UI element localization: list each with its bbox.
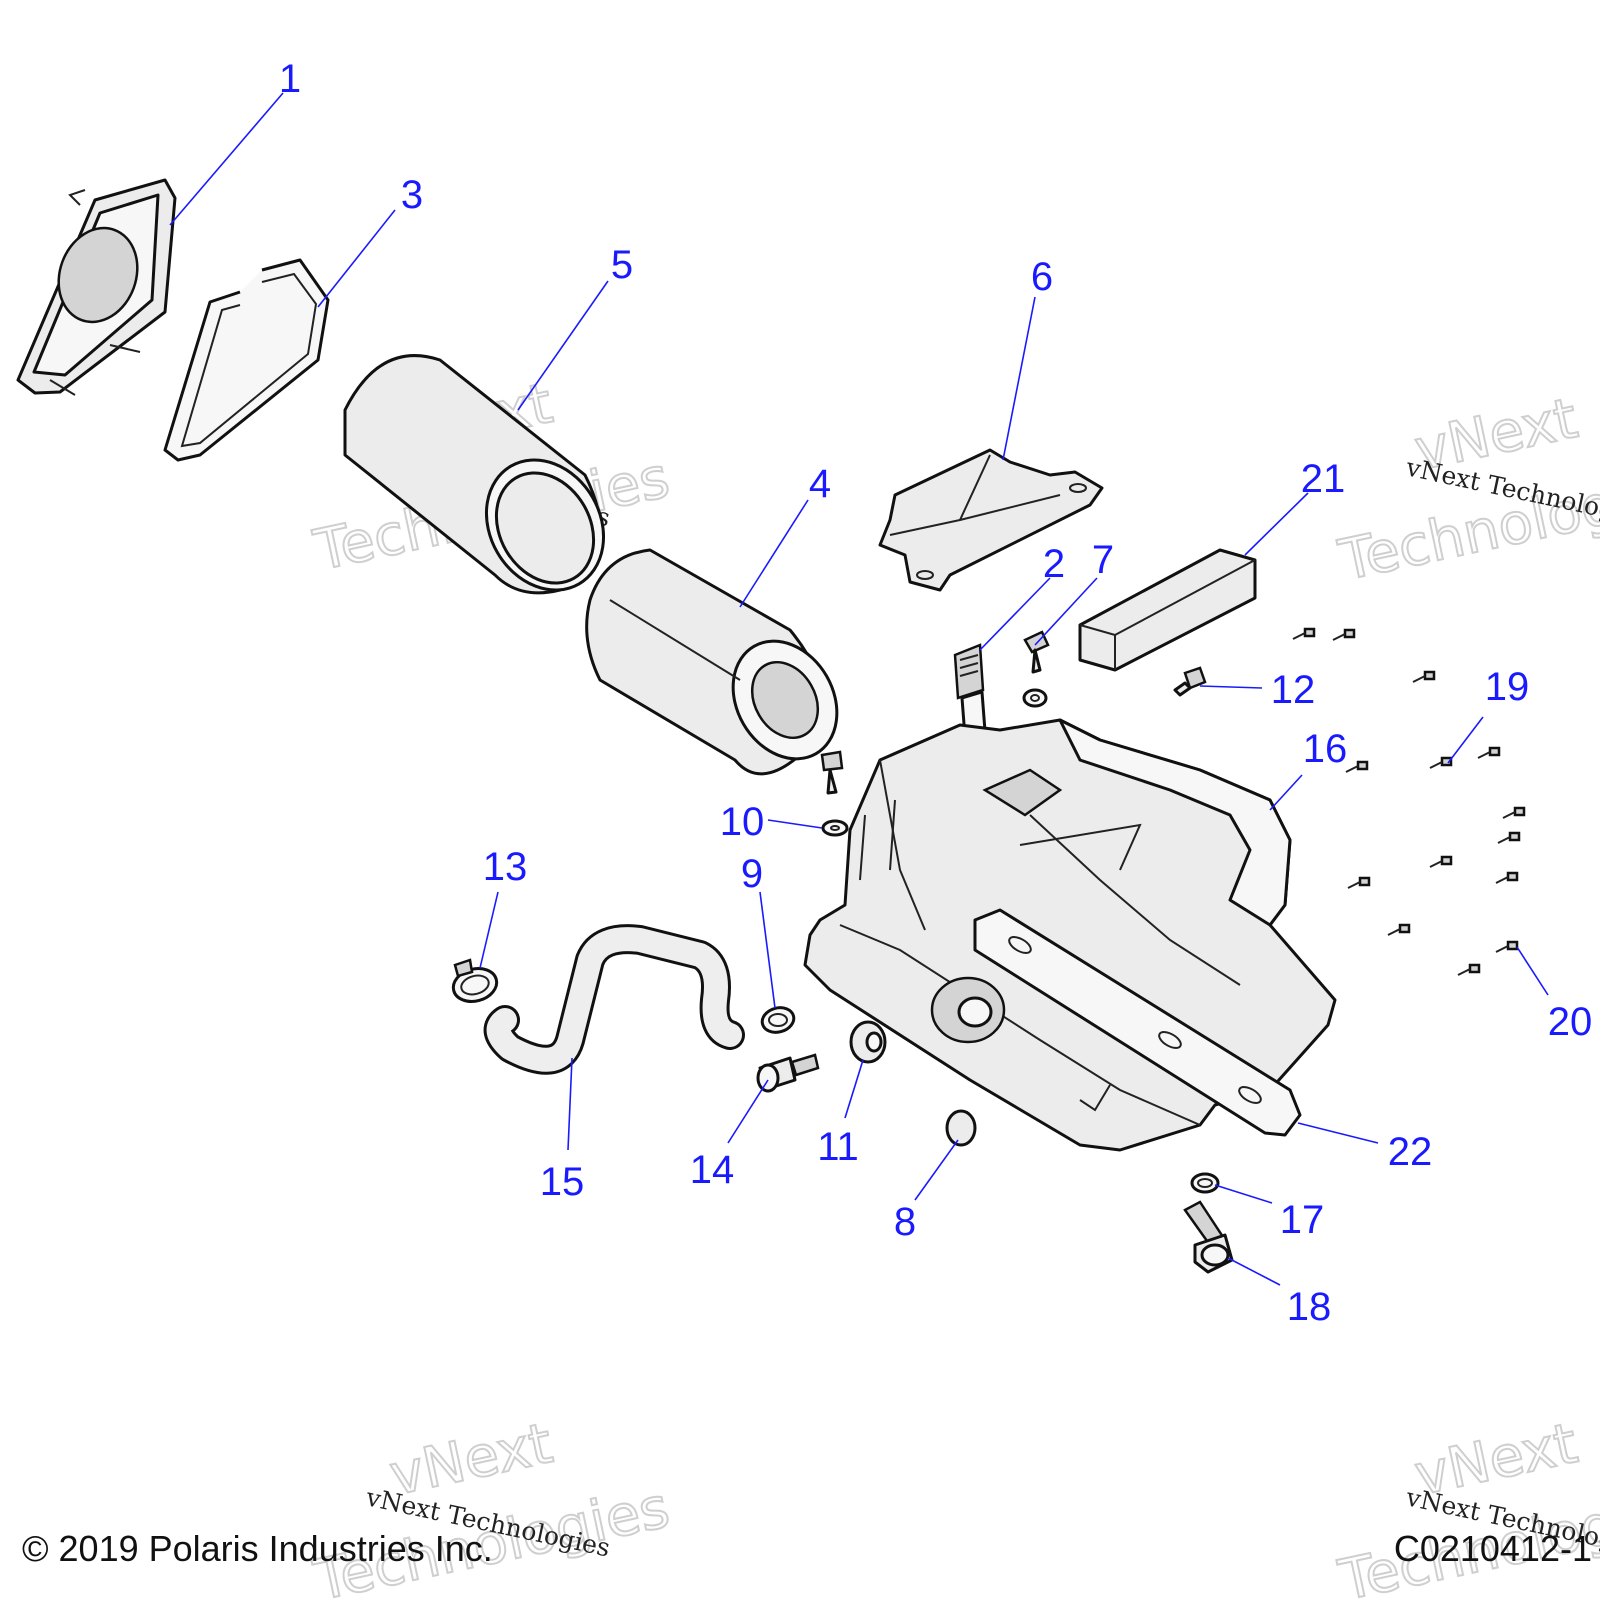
part-6-cover-plate [878, 448, 1104, 592]
callout-labels: 1 2 3 4 5 6 7 8 9 10 11 12 13 14 15 16 1… [279, 57, 1592, 1329]
part-12-bolt [1173, 666, 1207, 697]
callout-14: 14 [690, 1148, 735, 1192]
screw [1495, 940, 1519, 953]
callout-2: 2 [1043, 542, 1065, 586]
part-14-fitting [756, 1053, 820, 1093]
screw [1387, 923, 1411, 936]
part-18-drain-valve [1183, 1200, 1234, 1274]
screw [1345, 760, 1369, 773]
part-17-o-ring [1190, 1172, 1220, 1194]
callout-17: 17 [1280, 1198, 1325, 1242]
leader-lines [169, 92, 1549, 1286]
part-1-inlet-frame [16, 178, 177, 396]
callout-6: 6 [1031, 255, 1053, 299]
watermark-bottom-right: vNext Technologies vNext Technologies [1332, 1410, 1600, 1600]
screw-set [1292, 627, 1526, 976]
callout-13: 13 [483, 845, 528, 889]
copyright-notice: © 2019 Polaris Industries Inc. [22, 1528, 493, 1569]
screw [1477, 746, 1501, 759]
part-5-prefilter-sleeve [343, 354, 606, 595]
part-15-hose [483, 924, 745, 1075]
callout-3: 3 [401, 173, 423, 217]
callout-4: 4 [809, 462, 831, 506]
callout-22: 22 [1388, 1130, 1433, 1174]
screw [1502, 806, 1526, 819]
screw [1429, 756, 1453, 769]
part-10-bolt-washer [820, 750, 849, 837]
callout-19: 19 [1485, 665, 1530, 709]
screw [1495, 871, 1519, 884]
watermark-bottom-center: vNext Technologies vNext Technologies [307, 1410, 675, 1600]
callout-10: 10 [720, 800, 765, 844]
drawing-code: C0210412-1 [1393, 1528, 1592, 1569]
callout-7: 7 [1092, 538, 1114, 582]
callout-12: 12 [1271, 668, 1316, 712]
part-8-plug [945, 1109, 977, 1147]
part-21-foam-block [1078, 548, 1257, 672]
screw [1412, 670, 1436, 683]
screw [1292, 627, 1316, 640]
part-3-gasket [163, 258, 330, 462]
callout-16: 16 [1303, 727, 1348, 771]
watermark-top-right: vNext Technologies vNext Technologies [1332, 385, 1600, 595]
part-7-bolt [1022, 630, 1050, 708]
callout-9: 9 [741, 852, 763, 896]
callout-1: 1 [279, 57, 301, 101]
part-11-grommet [849, 1020, 887, 1064]
callout-21: 21 [1301, 457, 1346, 501]
screw [1332, 628, 1356, 641]
callout-11: 11 [817, 1125, 859, 1169]
part-4-air-filter [585, 548, 839, 776]
part-22-mounting-bracket [973, 908, 1302, 1137]
part-13-hose-clamp [451, 958, 499, 1003]
callout-15: 15 [540, 1160, 585, 1204]
screw [1497, 831, 1521, 844]
callout-5: 5 [611, 243, 633, 287]
callout-8: 8 [894, 1200, 916, 1244]
screw [1429, 855, 1453, 868]
screw [1347, 876, 1371, 889]
part-9-small-clamp [760, 1006, 796, 1034]
callout-20: 20 [1548, 1000, 1593, 1044]
callout-18: 18 [1287, 1285, 1332, 1329]
screw [1457, 963, 1481, 976]
